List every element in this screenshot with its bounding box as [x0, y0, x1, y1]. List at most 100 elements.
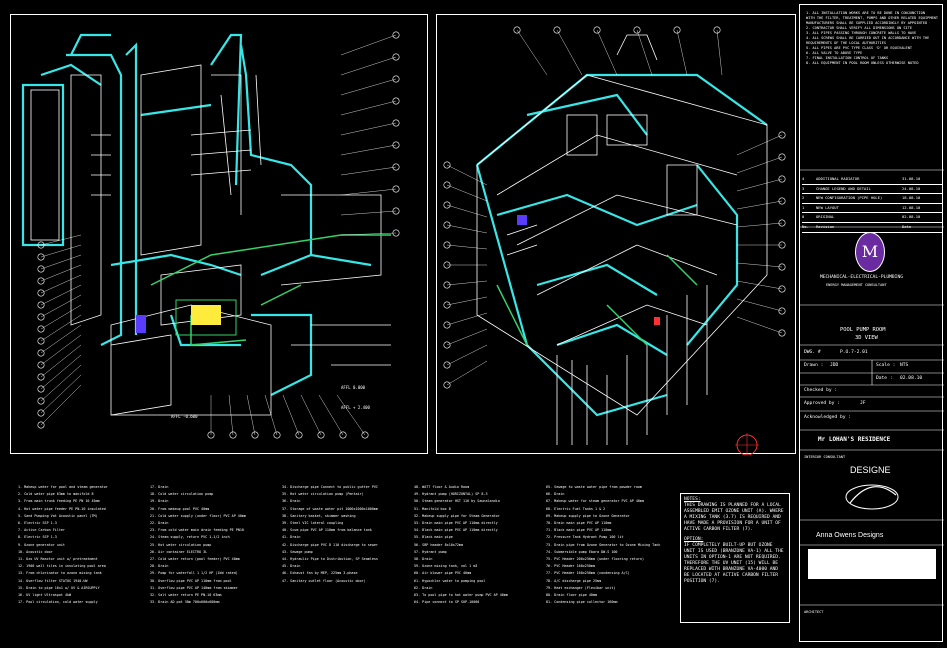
blue-pump	[136, 315, 146, 333]
general-note-line: REQUIREMENTS OF THE LOCAL AUTHORITIES	[806, 41, 887, 45]
callout-bubble	[37, 337, 45, 345]
yellow-equipment	[191, 305, 221, 325]
legend-item: 5. Sand Pumping Vat Acoustic panel (TM)	[18, 513, 98, 518]
legend-item: 60. Air blower pipe PVC 40mm	[414, 571, 472, 576]
legend-item: 18. Cold water circulation pump	[150, 492, 214, 497]
legend-item: 12. 1900 wall tiles in insulating pool a…	[18, 564, 106, 569]
callout-bubble	[553, 26, 561, 34]
callout-leader	[340, 210, 397, 216]
revision-cell-date: 02.08.10	[902, 214, 921, 220]
building-outline	[476, 74, 768, 416]
legend-column: 1. Makeup water for pool and steam gener…	[18, 484, 136, 606]
callout-bubble	[37, 301, 45, 309]
legend-item: 21. Cold water supply (under floor) PVC …	[150, 513, 246, 518]
title-block-lines	[800, 169, 944, 606]
legend-item: 51. Manifold box 8	[414, 506, 451, 511]
callout-bubble	[392, 185, 400, 193]
revision-cell-desc: ADDITIONAL RADIATOR	[816, 176, 860, 181]
designs-name: Anna Owens Designs	[816, 532, 884, 539]
legend-column: 17. Drain 18. Cold water circulation pump…	[150, 484, 268, 606]
legend-item: 30. Overflow pipe PVC AP 110mm from pool	[150, 578, 232, 583]
legend-item: 59. Ozone mixing tank, vol 1 m3	[414, 564, 478, 569]
general-note-line: 6. ALL VALVE TO ABOVE TYPE	[806, 51, 863, 55]
revision-cell-desc: NEW CONFIGURATION (PIPE HOLE)	[816, 195, 883, 201]
legend-item: 47. Sanitary outlet floor (Acoustic door…	[282, 578, 366, 583]
callout-leader	[40, 384, 82, 426]
date-value: 02.08.10	[900, 376, 923, 381]
legend-item: 8. Electric SSP 1-3	[18, 535, 57, 540]
callout-bubble	[778, 329, 786, 337]
callout-bubble	[443, 321, 451, 329]
legend-item: 9. Ozone generator unit	[18, 542, 65, 547]
revision-cell-date: 18.08.10	[902, 195, 921, 201]
callout-leader	[340, 122, 397, 136]
drawing-title-2: 3D VIEW	[855, 335, 878, 341]
callout-bubble	[392, 53, 400, 61]
legend-item: 17. Drain	[150, 485, 169, 489]
legend-item: 36. Drain	[282, 499, 301, 504]
option-heading: OPTION:	[684, 537, 704, 542]
dwg-no-value: P.O.7-2.01	[840, 350, 868, 355]
revision-cell-desc: Revision	[816, 223, 835, 229]
legend-item: 39. Steel VIC lateral coupling	[282, 521, 344, 526]
callout-bubble	[37, 277, 45, 285]
legend-item: 61. Hypochlor water to pumping pool	[414, 578, 486, 583]
callout-leader	[676, 29, 688, 76]
callout-bubble	[37, 397, 45, 405]
callout-leader	[736, 262, 783, 268]
callout-leader	[246, 394, 256, 436]
callout-bubble	[37, 289, 45, 297]
legend-item: 34. Discharge pipe Connect to public gut…	[282, 485, 378, 489]
callout-bubble	[778, 285, 786, 293]
callout-leader	[446, 184, 488, 202]
callout-leader	[340, 100, 397, 116]
callout-bubble	[778, 131, 786, 139]
callout-bubble	[633, 26, 641, 34]
callout-bubble	[778, 197, 786, 205]
project-name: Mr LOHAN'S RESIDENCE	[818, 436, 891, 443]
designer-mark: DESIGNE	[850, 465, 891, 475]
legend-item: 63. To pool pipe to hot water pump PVC A…	[414, 593, 508, 598]
legend-item: 7. Active Carbon Filter	[18, 528, 65, 533]
legend-item: 78. A/C discharge pipe 25mm	[546, 578, 602, 583]
callout-leader	[736, 222, 783, 228]
callout-bubble	[778, 219, 786, 227]
callout-leader	[446, 224, 488, 234]
legend-item: 58. Drain	[414, 557, 433, 562]
callout-bubble	[37, 265, 45, 273]
revision-cell-date: Date	[902, 223, 912, 229]
callout-leader	[40, 344, 82, 378]
callout-leader	[446, 328, 488, 346]
checked-label: Checked by :	[804, 388, 838, 393]
legend-item: 6. Electric SSP 1-3	[18, 521, 57, 526]
callout-bubble	[443, 241, 451, 249]
left-callouts	[37, 31, 400, 439]
legend-item: 22. Drain	[150, 521, 169, 526]
callout-leader	[336, 394, 366, 436]
callout-bubble	[392, 207, 400, 215]
legend-item: 38. Sanitary basket, skimmer washing	[282, 513, 356, 518]
callout-leader	[340, 188, 397, 196]
callout-bubble	[392, 75, 400, 83]
callout-leader	[40, 234, 82, 246]
legend-item: 44. Hydraulic Pipe to Distribution, SP S…	[282, 557, 378, 562]
legend-item: 17. Pool circulation, cold water supply	[18, 600, 98, 605]
callout-bubble	[37, 361, 45, 369]
callout-bubble	[392, 119, 400, 127]
callout-bubble	[37, 253, 45, 261]
general-note-line: MANUFACTURERS SHALL BE SUPPLIED ACCORDIN…	[806, 21, 928, 25]
callout-bubble	[443, 381, 451, 389]
legend-item: 70. Drain main pipe PVC AP 110mm	[546, 521, 612, 526]
acknowledged-label: Acknowledged by :	[804, 415, 852, 420]
callout-leader	[446, 360, 488, 386]
callout-bubble	[295, 431, 303, 439]
legend-item: 31. Overflow pipe PVC AP 140mm from skim…	[150, 585, 238, 590]
callout-leader	[556, 29, 583, 76]
callout-bubble	[778, 307, 786, 315]
general-note-line: 4. ALL SCREWS SHALL BE CARRIED OUT IN AC…	[806, 36, 930, 40]
callout-bubble	[392, 97, 400, 105]
approved-label: Approved by :	[804, 401, 840, 406]
legend-item: 57. Hydrant pump	[414, 549, 447, 554]
